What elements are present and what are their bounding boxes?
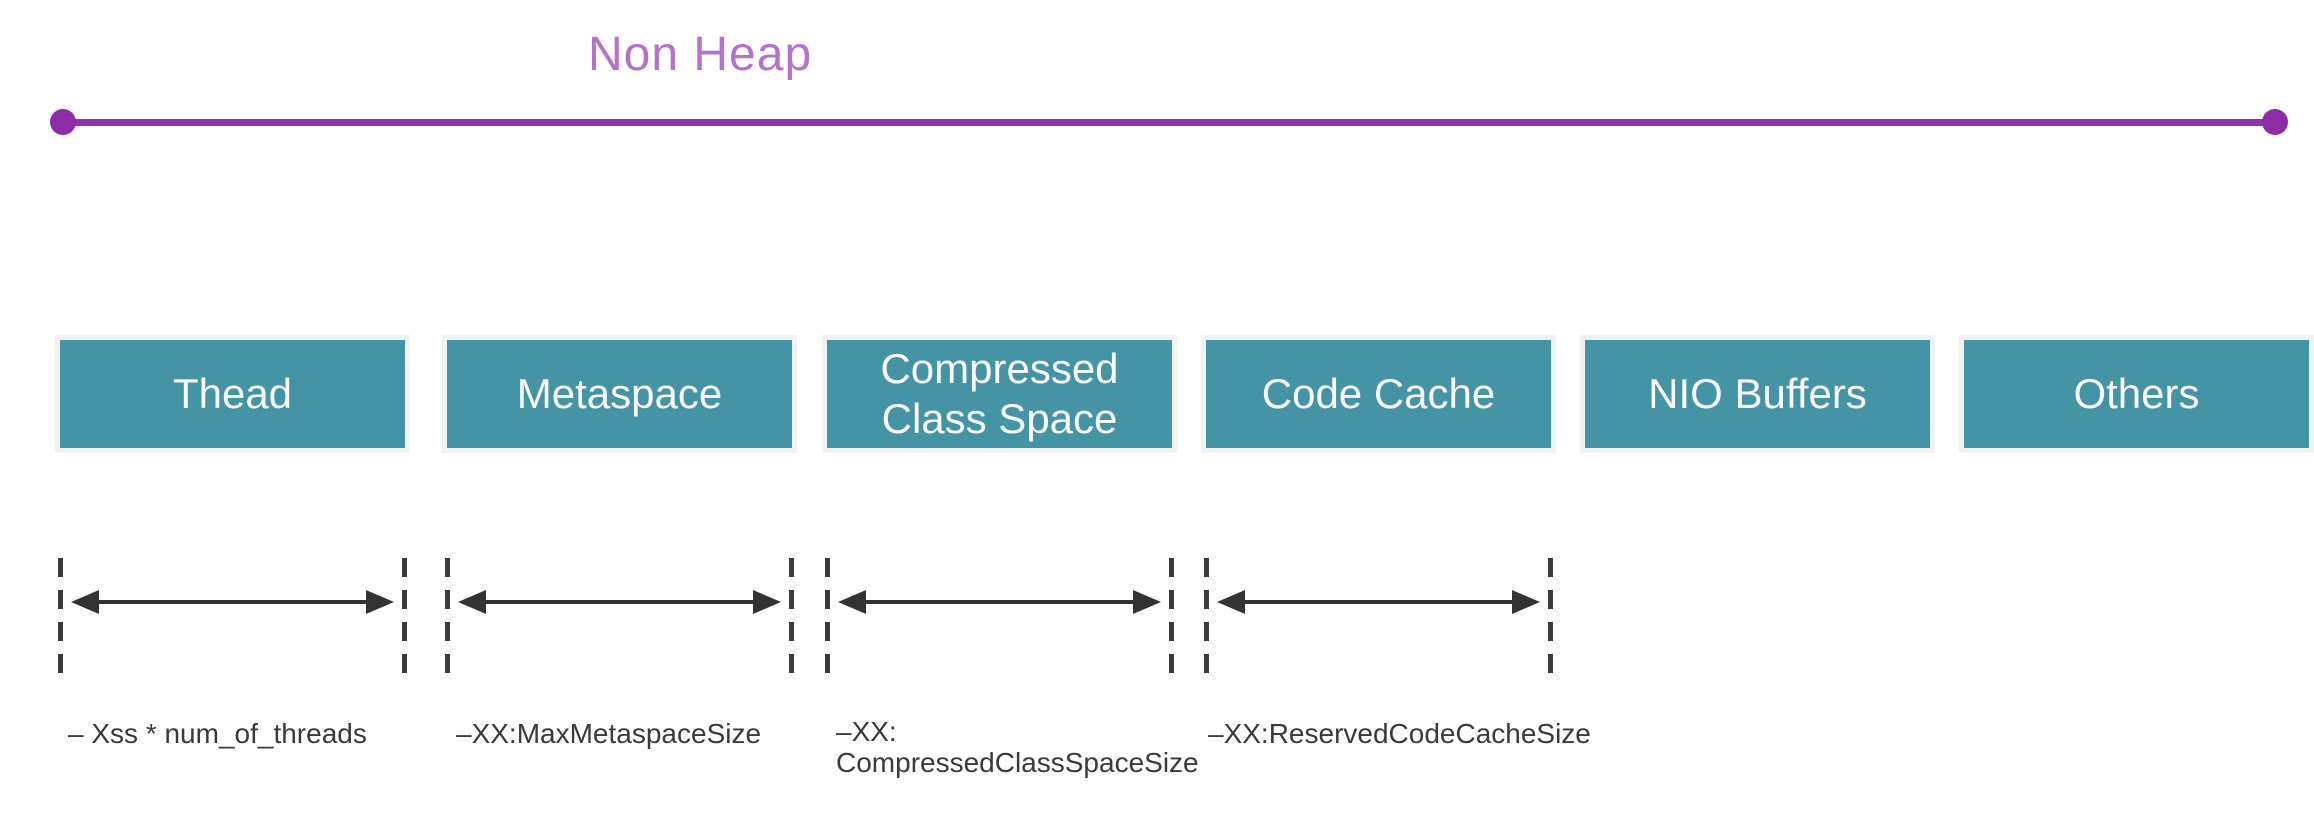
measure-code-cache bbox=[1204, 558, 1553, 673]
box-others-label: Others bbox=[2073, 370, 2200, 418]
non-heap-span-line bbox=[63, 119, 2275, 126]
double-arrow bbox=[71, 590, 394, 614]
arrow-head-right-icon bbox=[366, 590, 394, 614]
box-nio-buffers: NIO Buffers bbox=[1585, 340, 1930, 448]
flag-label-max-metaspace-size: –XX:MaxMetaspaceSize bbox=[456, 718, 761, 749]
arrow-head-right-icon bbox=[1512, 590, 1540, 614]
box-code-cache: Code Cache bbox=[1206, 340, 1551, 448]
arrow-shaft bbox=[486, 600, 753, 604]
flag-label-text: –XX:ReservedCodeCacheSize bbox=[1208, 718, 1591, 749]
double-arrow bbox=[838, 590, 1161, 614]
dashed-extent-right bbox=[1548, 558, 1553, 673]
arrow-head-left-icon bbox=[458, 590, 486, 614]
arrow-shaft bbox=[866, 600, 1133, 604]
flag-label-compressed-class-space-size: –XX: CompressedClassSpaceSize bbox=[836, 716, 1199, 778]
dashed-extent-left bbox=[58, 558, 63, 673]
flag-label-thread-stack: – Xss * num_of_threads bbox=[68, 718, 367, 749]
span-endpoint-left-dot bbox=[50, 109, 76, 135]
dashed-extent-right bbox=[789, 558, 794, 673]
box-compressed-class-space-label: Compressed Class Space bbox=[880, 345, 1119, 442]
flag-label-text-line1: –XX: bbox=[836, 716, 897, 747]
arrow-head-right-icon bbox=[753, 590, 781, 614]
arrow-head-left-icon bbox=[71, 590, 99, 614]
arrow-head-left-icon bbox=[1217, 590, 1245, 614]
span-endpoint-right-dot bbox=[2262, 109, 2288, 135]
arrow-shaft bbox=[99, 600, 366, 604]
box-code-cache-label: Code Cache bbox=[1261, 370, 1496, 418]
arrow-shaft bbox=[1245, 600, 1512, 604]
dashed-extent-left bbox=[445, 558, 450, 673]
double-arrow bbox=[458, 590, 781, 614]
flag-label-text: – Xss * num_of_threads bbox=[68, 718, 367, 749]
arrow-head-left-icon bbox=[838, 590, 866, 614]
dashed-extent-right bbox=[402, 558, 407, 673]
measure-thread-stack bbox=[58, 558, 407, 673]
box-others: Others bbox=[1964, 340, 2309, 448]
dashed-extent-left bbox=[825, 558, 830, 673]
measure-compressed-class-space bbox=[825, 558, 1174, 673]
flag-label-text: –XX:MaxMetaspaceSize bbox=[456, 718, 762, 749]
double-arrow bbox=[1217, 590, 1540, 614]
dashed-extent-left bbox=[1204, 558, 1209, 673]
diagram-title: Non Heap bbox=[588, 28, 813, 81]
box-nio-buffers-label: NIO Buffers bbox=[1648, 370, 1867, 418]
dashed-extent-right bbox=[1169, 558, 1174, 673]
flag-label-text-line2: CompressedClassSpaceSize bbox=[836, 747, 1199, 778]
box-metaspace: Metaspace bbox=[447, 340, 792, 448]
box-compressed-class-space: Compressed Class Space bbox=[827, 340, 1172, 448]
flag-label-reserved-code-cache-size: –XX:ReservedCodeCacheSize bbox=[1208, 718, 1591, 749]
measure-metaspace bbox=[445, 558, 794, 673]
box-metaspace-label: Metaspace bbox=[516, 370, 723, 418]
box-thread: Thead bbox=[60, 340, 405, 448]
box-thread-label: Thead bbox=[172, 370, 293, 418]
arrow-head-right-icon bbox=[1133, 590, 1161, 614]
